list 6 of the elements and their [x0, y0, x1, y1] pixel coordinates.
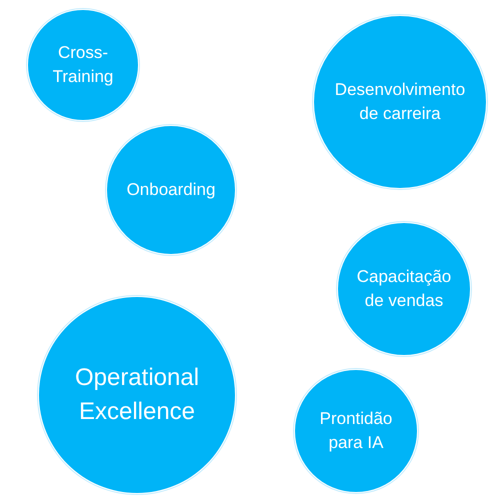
topic-label: Onboarding: [126, 179, 216, 202]
topic-label: Desenvolvimento de carreira: [334, 79, 466, 125]
topic-label: Cross-Training: [52, 42, 114, 88]
topic-label: Operational Excellence: [74, 363, 200, 427]
topic-label: Prontidão para IA: [318, 408, 394, 454]
topic-label: Capacitação de vendas: [356, 266, 452, 312]
